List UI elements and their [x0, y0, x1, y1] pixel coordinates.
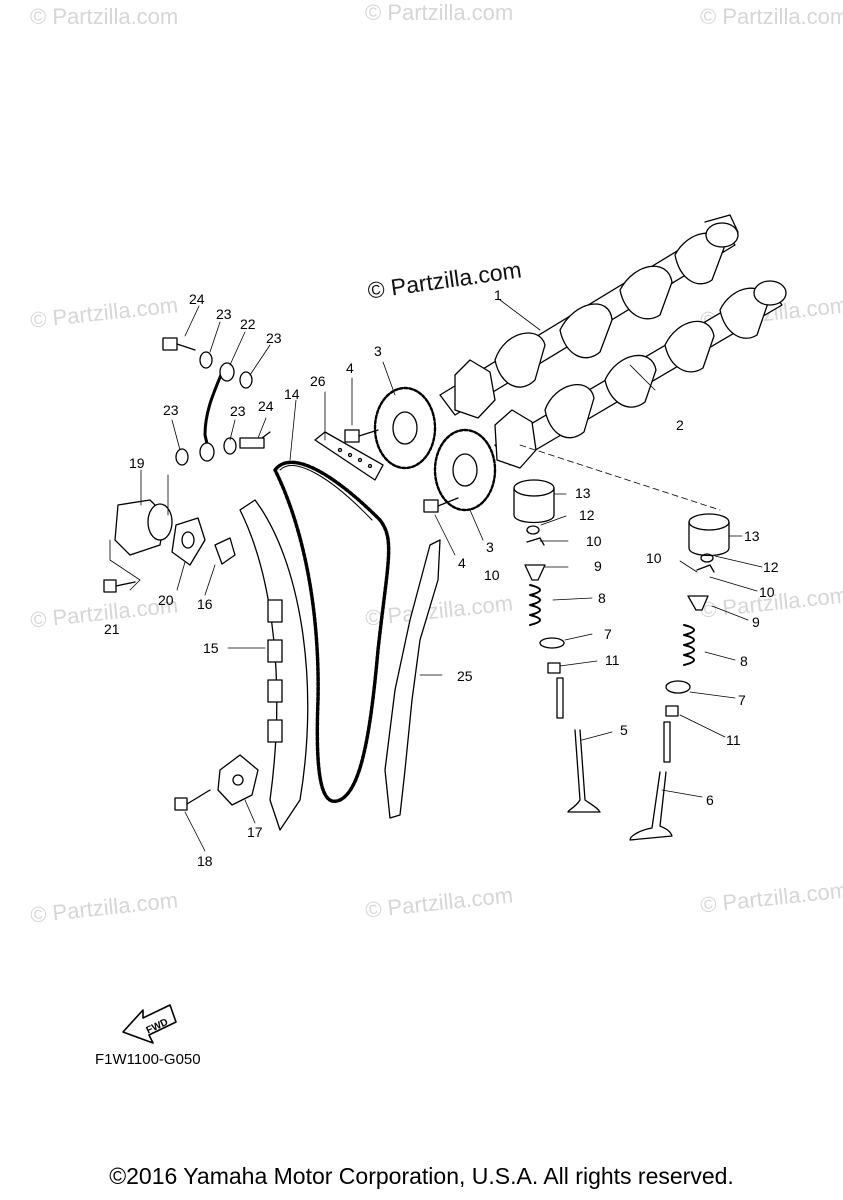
- callout-15: 15: [203, 640, 219, 656]
- valve-train-right: [629, 513, 730, 841]
- callout-1: 1: [494, 287, 502, 303]
- callout-6: 6: [706, 792, 714, 808]
- chain-tensioner-guide: [239, 499, 309, 831]
- camshaft-1: [439, 214, 739, 419]
- callout-3: 3: [374, 343, 382, 359]
- callout-10: 10: [759, 584, 775, 600]
- diagram-code: F1W1100-G050: [95, 1051, 201, 1068]
- callout-25: 25: [457, 668, 473, 684]
- callout-13: 13: [575, 485, 591, 501]
- callout-21: 21: [104, 621, 120, 637]
- watermark: © Partzilla.com: [365, 0, 514, 25]
- washer-icon: [175, 448, 189, 466]
- union-bolt-upper: [162, 337, 196, 351]
- camshaft-2: [494, 280, 787, 469]
- callout-7: 7: [738, 692, 746, 708]
- cam-sprocket-upper: [373, 386, 437, 470]
- chain-guide-top: [314, 431, 384, 481]
- callout-9: 9: [594, 558, 602, 574]
- callout-10: 10: [484, 567, 500, 583]
- callout-11: 11: [726, 732, 741, 748]
- guide-bracket: [217, 754, 259, 806]
- callout-12: 12: [763, 559, 779, 575]
- callout-10: 10: [586, 533, 602, 549]
- watermark: © Partzilla.com: [700, 4, 843, 29]
- callout-23: 23: [266, 330, 282, 346]
- copyright-footer: ©2016 Yamaha Motor Corporation, U.S.A. A…: [109, 1163, 734, 1189]
- callout-5: 5: [620, 722, 628, 738]
- callout-22: 22: [240, 316, 256, 332]
- tensioner-gasket: [171, 517, 206, 566]
- callout-13: 13: [744, 528, 760, 544]
- tensioner-assembly: [114, 499, 173, 556]
- guide-bolt: [174, 789, 211, 811]
- callout-3: 3: [486, 539, 494, 555]
- cam-sprocket-lower: [433, 428, 497, 512]
- callout-23: 23: [230, 403, 246, 419]
- oil-pipe: [199, 362, 235, 462]
- fwd-arrow-icon: [122, 1004, 177, 1044]
- callout-2: 2: [676, 417, 684, 433]
- callout-24: 24: [258, 398, 274, 414]
- washer-icon: [223, 437, 237, 455]
- sprocket-bolt-upper: [344, 429, 379, 443]
- chain-guide-fixed: [384, 539, 441, 819]
- timing-chain: [273, 460, 391, 803]
- tensioner-bolt: [103, 579, 136, 593]
- sprocket-bolt-lower: [423, 497, 459, 513]
- callout-26: 26: [310, 373, 326, 389]
- washer-icon: [239, 371, 253, 389]
- callout-9: 9: [752, 614, 760, 630]
- callout-24: 24: [189, 291, 205, 307]
- valve-train-left: [513, 479, 601, 813]
- callout-23: 23: [216, 306, 232, 322]
- washer-icon: [199, 351, 213, 369]
- callout-17: 17: [247, 824, 263, 840]
- callout-20: 20: [158, 592, 174, 608]
- callout-4: 4: [346, 360, 354, 376]
- callout-7: 7: [604, 626, 612, 642]
- callout-23: 23: [163, 402, 179, 418]
- watermark: © Partzilla.com: [30, 4, 179, 29]
- union-bolt-lower: [239, 431, 271, 449]
- callout-14: 14: [284, 386, 300, 402]
- callout-8: 8: [740, 653, 748, 669]
- part-16-clip: [214, 537, 236, 565]
- callout-8: 8: [598, 590, 606, 606]
- callout-18: 18: [197, 853, 213, 869]
- callout-11: 11: [605, 652, 620, 668]
- callout-4: 4: [458, 555, 466, 571]
- callout-16: 16: [197, 596, 213, 612]
- callout-10: 10: [646, 550, 662, 566]
- callout-19: 19: [129, 455, 145, 471]
- callout-12: 12: [579, 507, 595, 523]
